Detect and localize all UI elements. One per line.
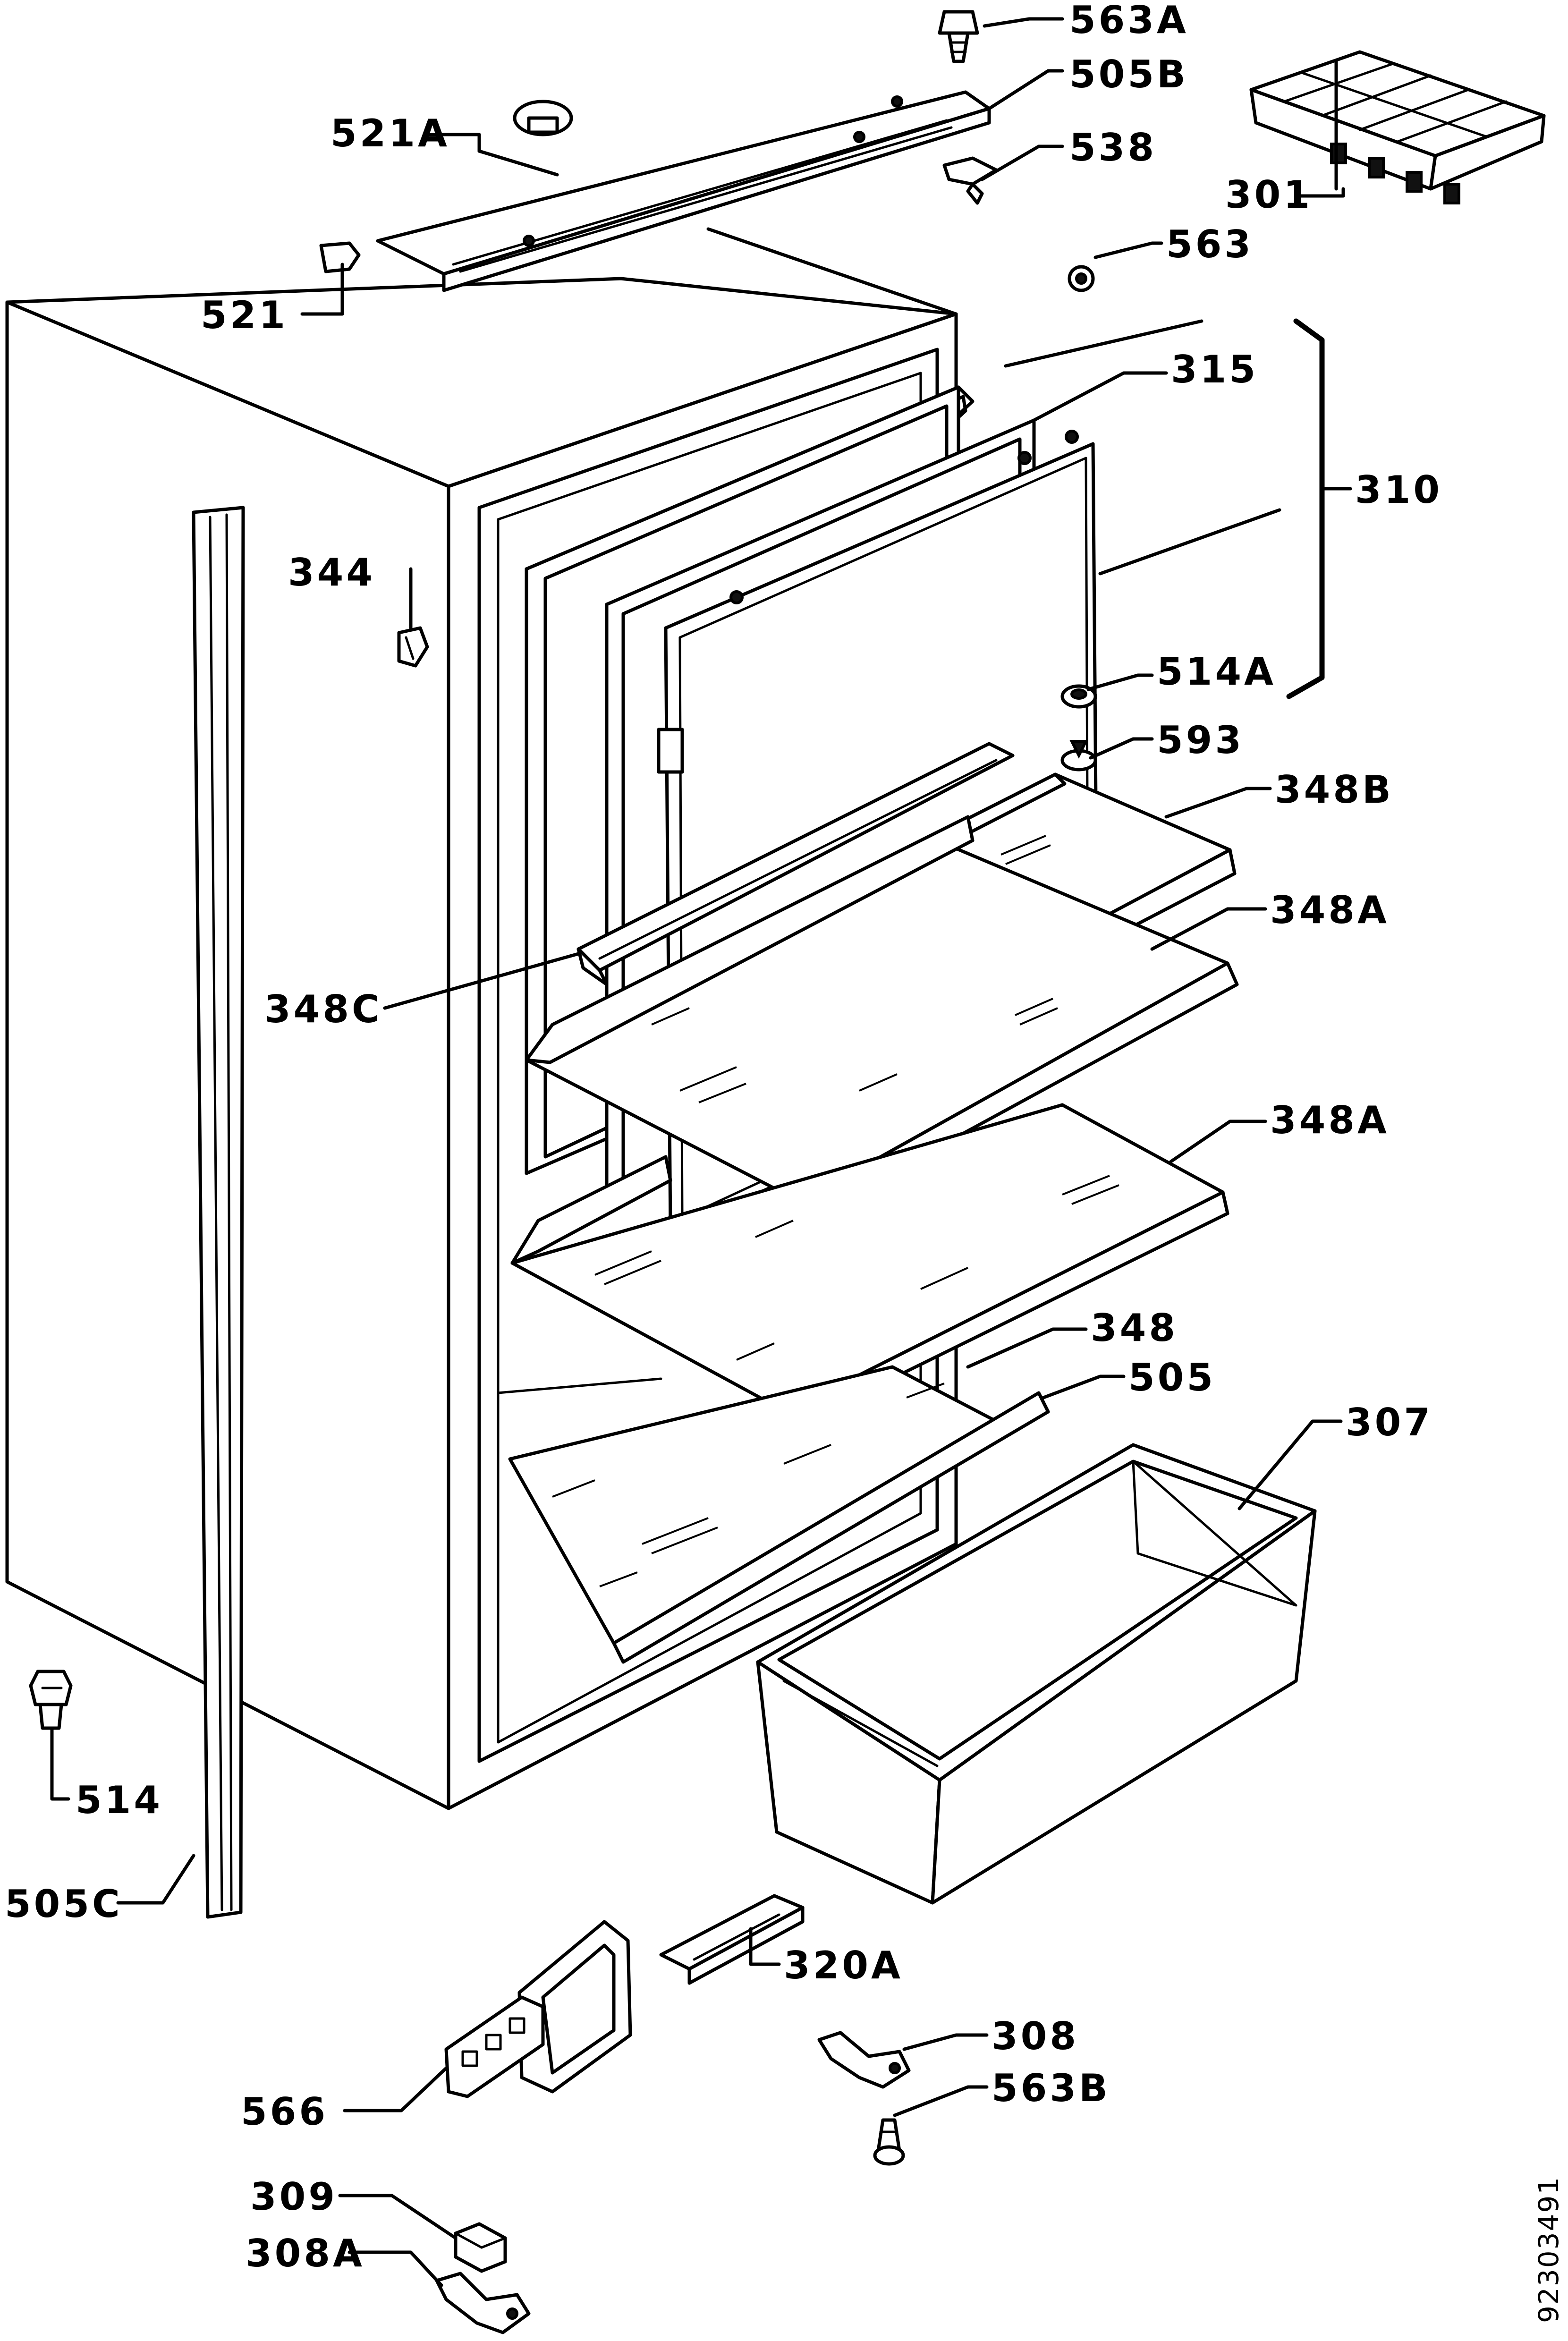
screw-563B [873, 2118, 905, 2166]
callout-566: 566 [241, 2090, 328, 2134]
callout-310: 310 [1355, 468, 1442, 512]
shelf-348 [508, 1365, 1050, 1664]
spacer-bracket-566 [444, 1920, 632, 2098]
hinge-cap-521 [319, 241, 361, 273]
callout-307: 307 [1346, 1400, 1433, 1444]
clip-344 [397, 626, 429, 668]
callout-563: 563 [1166, 222, 1254, 266]
door-seal-strip-505C [192, 506, 245, 1919]
callout-348C: 348C [264, 987, 382, 1031]
mounting-bracket-308 [817, 2031, 911, 2089]
callout-521A: 521A [331, 111, 450, 155]
callout-505: 505 [1128, 1356, 1216, 1400]
callout-labels: 563A 505B 521A 538 301 563 521 315 310 3… [5, 0, 1442, 2275]
drawer-rail-320A [659, 1894, 805, 1985]
callout-505C: 505C [5, 1882, 123, 1926]
crisper-drawer-307 [756, 1443, 1317, 1905]
callout-348B: 348B [1275, 768, 1394, 812]
callout-348A-lower: 348A [1270, 1098, 1390, 1142]
callout-593: 593 [1157, 718, 1244, 762]
callout-348: 348 [1091, 1306, 1178, 1350]
screw-593 [1060, 740, 1097, 772]
callout-514: 514 [76, 1778, 163, 1822]
top-hinge-bar-505B [376, 90, 991, 292]
hinge-pin-538 [942, 156, 998, 205]
callout-315: 315 [1171, 348, 1258, 391]
mounting-bracket-308A [435, 2272, 531, 2334]
adjustable-foot-514 [29, 1670, 73, 1730]
callout-309: 309 [250, 2175, 338, 2219]
hinge-cap-521A [513, 100, 573, 136]
nut-514A [1060, 684, 1097, 709]
callout-563A: 563A [1069, 0, 1189, 42]
callout-320A: 320A [784, 1943, 903, 1987]
callout-514A: 514A [1157, 650, 1276, 694]
screw-563 [1068, 265, 1095, 292]
document-number: 92303491 [1533, 2176, 1565, 2323]
callout-538: 538 [1069, 126, 1157, 170]
plug-309 [454, 2222, 507, 2273]
callout-563B: 563B [992, 2066, 1110, 2110]
screw-563A [938, 10, 979, 63]
callout-344: 344 [288, 551, 375, 594]
callout-308A: 308A [246, 2231, 365, 2275]
callout-301: 301 [1225, 173, 1313, 217]
callout-505B: 505B [1069, 52, 1188, 96]
shelf-348C [576, 742, 1015, 986]
leader-lines [50, 17, 1352, 2287]
callout-348A-upper: 348A [1270, 888, 1390, 932]
ice-cube-tray-301 [1249, 50, 1546, 204]
callout-521: 521 [201, 293, 288, 337]
callout-308: 308 [992, 2014, 1079, 2058]
